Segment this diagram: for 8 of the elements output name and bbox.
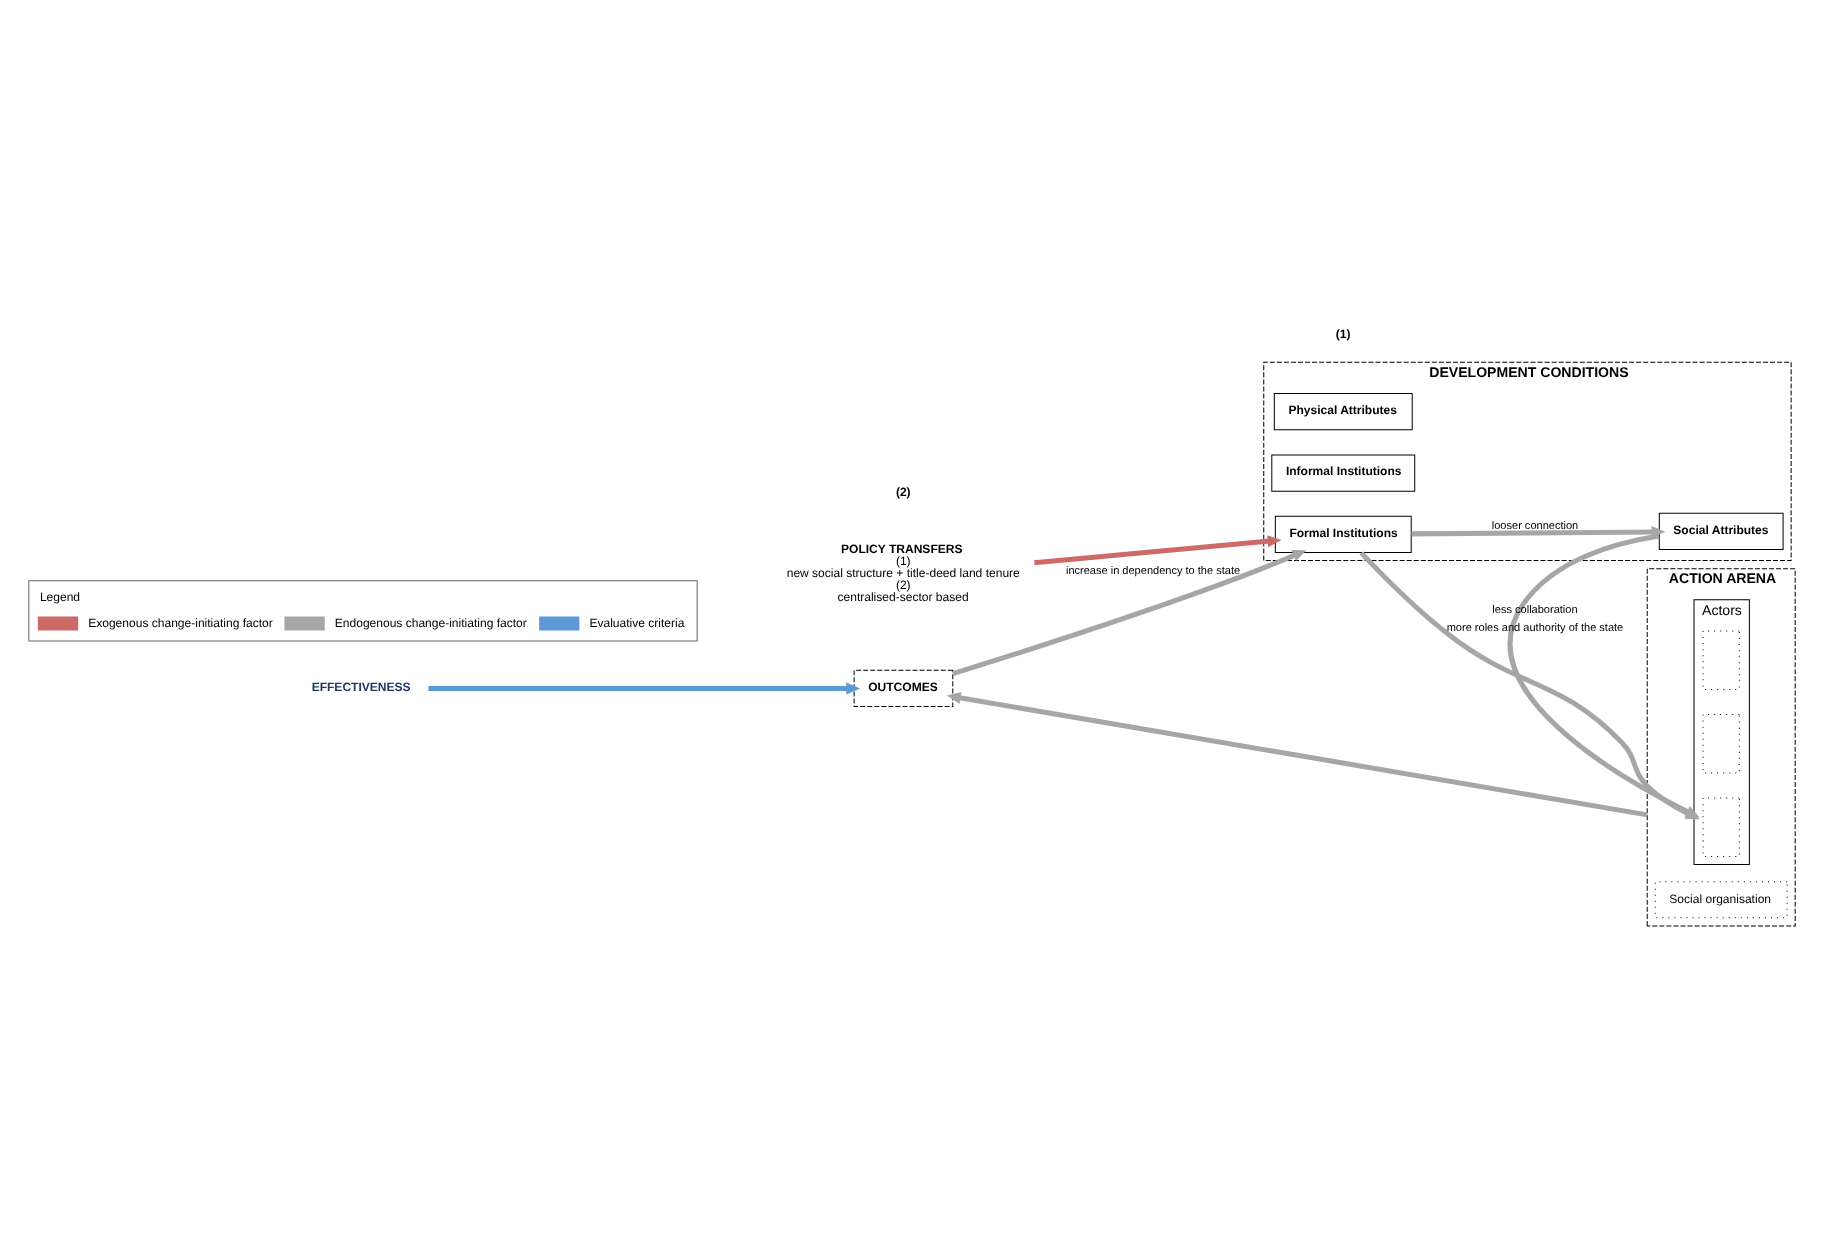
arrow (1411, 525, 1666, 538)
arrow (1034, 535, 1282, 566)
arrow (946, 691, 1648, 818)
node-box (1702, 714, 1740, 774)
arrow (952, 550, 1307, 676)
node-box (1702, 797, 1740, 857)
arrow (428, 682, 861, 695)
node-box (1702, 630, 1740, 690)
